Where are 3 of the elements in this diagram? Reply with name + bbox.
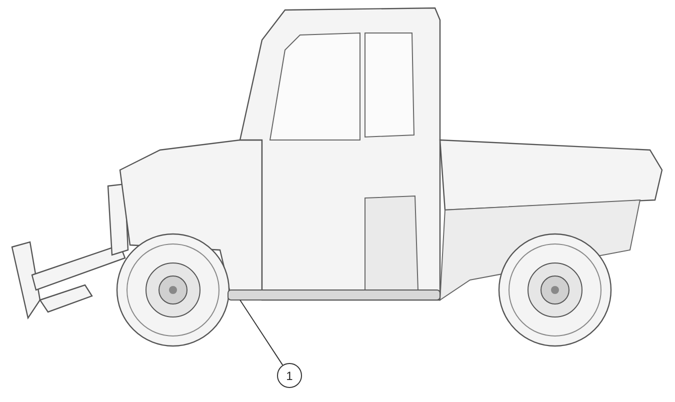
callout-number: 1 — [277, 363, 302, 388]
rocker-panel — [228, 290, 440, 300]
leader-line — [240, 300, 284, 366]
